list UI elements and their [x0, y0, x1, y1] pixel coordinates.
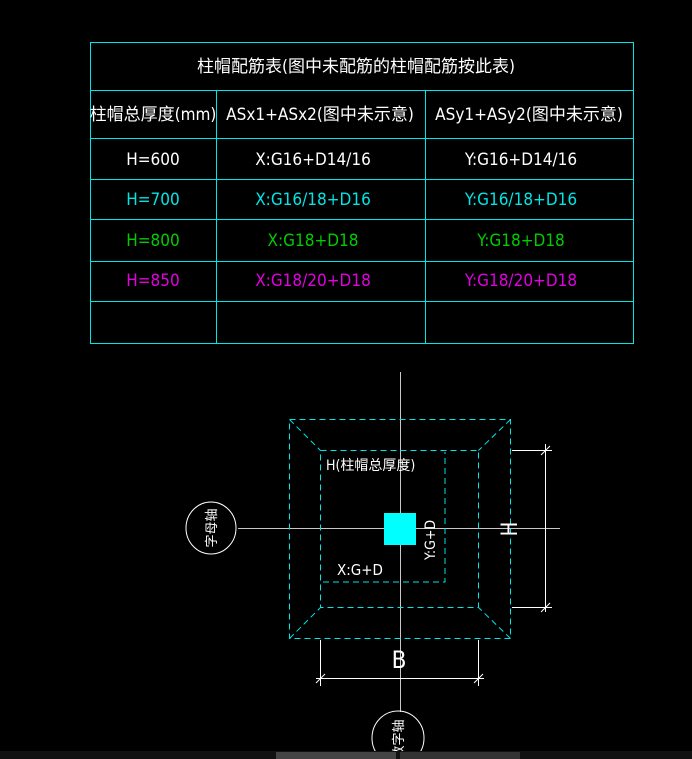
header-asx: ASx1+ASx2(图中未示意): [226, 105, 414, 125]
table-border: [90, 42, 634, 344]
number-axis-bubble: [371, 710, 425, 759]
cell-y-700: Y:G16/18+D16: [464, 190, 577, 210]
cap-outer-outline: [289, 419, 511, 639]
cell-x-600: X:G16+D14/16: [255, 150, 371, 170]
height-label-h: H: [498, 522, 523, 537]
number-axis-label: 数字轴: [392, 719, 407, 758]
dimension-b: [315, 640, 484, 686]
cell-x-700: X:G16/18+D16: [255, 190, 371, 210]
cell-h-700: H=700: [126, 190, 180, 210]
cell-x-850: X:G18/20+D18: [255, 271, 371, 291]
cell-y-800: Y:G18+D18: [476, 231, 565, 251]
status-bar: [0, 751, 692, 759]
cell-y-850: Y:G18/20+D18: [464, 271, 577, 291]
cap-inner-outline: [320, 450, 479, 608]
status-bar-segment: [400, 752, 520, 759]
dim-tick: [315, 673, 326, 684]
cap-slope-line: [478, 419, 511, 451]
column-square: [384, 513, 416, 545]
cell-x-800: X:G18+D18: [268, 231, 359, 251]
cap-slope-line: [478, 607, 511, 639]
cell-h-850: H=850: [126, 271, 180, 291]
cell-h-800: H=800: [126, 231, 180, 251]
thickness-label: H(柱帽总厚度): [326, 458, 415, 474]
dim-tick: [473, 673, 484, 684]
rebar-line: [323, 452, 446, 583]
dim-tick: [540, 445, 551, 456]
rebar-table: [90, 42, 634, 344]
letter-axis-label: 字母轴: [205, 508, 220, 547]
dim-tick: [540, 602, 551, 613]
table-title: 柱帽配筋表(图中未配筋的柱帽配筋按此表): [197, 57, 515, 77]
cell-h-600: H=600: [126, 150, 180, 170]
cap-slope-line: [289, 419, 321, 451]
header-asy: ASy1+ASy2(图中未示意): [435, 105, 623, 125]
status-bar-segment: [276, 752, 396, 759]
cap-slope-line: [289, 607, 321, 639]
cell-y-600: Y:G16+D14/16: [464, 150, 577, 170]
width-label-b: B: [392, 646, 407, 674]
x-rebar-label: X:G+D: [337, 561, 383, 579]
header-thickness: 柱帽总厚度(mm): [90, 105, 217, 125]
letter-axis-bubble: [185, 501, 237, 555]
dimension-h: [512, 444, 552, 613]
table-body: H=600 X:G16+D14/16 Y:G16+D14/16 H=700 X:…: [126, 150, 577, 291]
y-rebar-label: Y:G+D: [423, 520, 439, 561]
column-cap-drawing: [185, 372, 560, 759]
